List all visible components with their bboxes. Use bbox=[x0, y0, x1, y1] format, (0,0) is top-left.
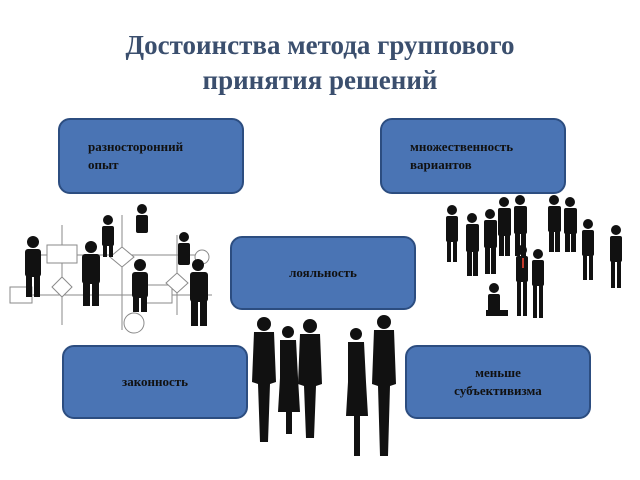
box-line-1: лояльность bbox=[289, 265, 357, 280]
title-line-1: Достоинства метода группового bbox=[125, 30, 515, 60]
box-line-2: опыт bbox=[88, 157, 119, 172]
page-title: Достоинства метода группового принятия р… bbox=[0, 28, 640, 98]
advantage-box-legality: законность bbox=[62, 345, 248, 419]
advantage-box-loyalty: лояльность bbox=[230, 236, 416, 310]
box-line-2: субъективизма bbox=[454, 383, 542, 398]
advantage-box-less-subjectivity: меньше субъективизма bbox=[405, 345, 591, 419]
flowchart-people-illustration bbox=[9, 204, 212, 334]
advantage-box-experience: разносторонний опыт bbox=[58, 118, 244, 194]
box-line-1: разносторонний bbox=[88, 139, 184, 154]
box-line-1: законность bbox=[121, 374, 189, 389]
business-group-illustration bbox=[446, 195, 622, 318]
box-line-1: множественность bbox=[410, 139, 514, 154]
title-line-2: принятия решений bbox=[202, 65, 438, 95]
box-line-1: меньше bbox=[475, 365, 521, 380]
silhouette-people-illustration bbox=[252, 315, 396, 456]
advantage-box-variants: множественность вариантов bbox=[380, 118, 566, 194]
box-line-2: вариантов bbox=[410, 157, 472, 172]
